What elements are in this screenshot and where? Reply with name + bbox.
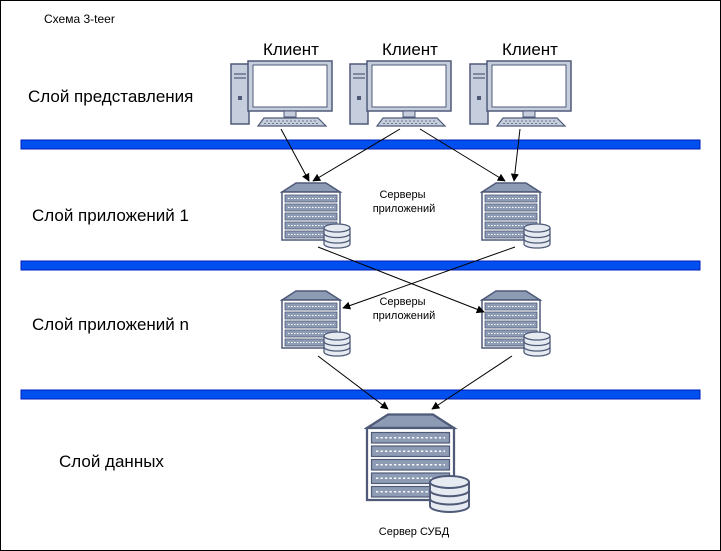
connector-arrow bbox=[431, 355, 513, 410]
server-icon bbox=[281, 182, 351, 249]
server-icon bbox=[481, 290, 551, 357]
db-server-label: Сервер СУБД bbox=[379, 526, 450, 538]
layer-bar-3 bbox=[20, 389, 701, 400]
server-icon bbox=[281, 290, 351, 357]
layer-bars bbox=[20, 139, 701, 400]
layer-label-presentation: Слой представления bbox=[28, 87, 193, 106]
app-servers-label-2: Серверы приложений bbox=[373, 296, 436, 322]
diagram-title: Схема 3-teer bbox=[44, 12, 115, 26]
connector-arrow bbox=[342, 246, 516, 310]
layer-label-appn: Слой приложений n bbox=[32, 315, 189, 334]
database-server-icon bbox=[365, 413, 471, 514]
connector-arrow bbox=[317, 355, 389, 410]
client-label-1: Клиент bbox=[263, 40, 319, 59]
layer-bar-1 bbox=[20, 139, 701, 150]
layer-label-data: Слой данных bbox=[59, 452, 164, 471]
layer-bar-2 bbox=[20, 260, 701, 271]
connectors bbox=[280, 128, 521, 410]
client-label-3: Клиент bbox=[502, 40, 558, 59]
connector-arrow bbox=[510, 128, 521, 182]
server-icon bbox=[481, 182, 551, 249]
connector-arrow bbox=[419, 128, 506, 182]
connector-arrow bbox=[312, 128, 401, 182]
connector-arrow bbox=[280, 128, 310, 182]
client-label-2: Клиент bbox=[382, 40, 438, 59]
connector-arrow bbox=[317, 246, 485, 314]
layer-label-app1: Слой приложений 1 bbox=[32, 206, 189, 225]
app-servers-label-1: Серверы приложений bbox=[373, 189, 436, 215]
